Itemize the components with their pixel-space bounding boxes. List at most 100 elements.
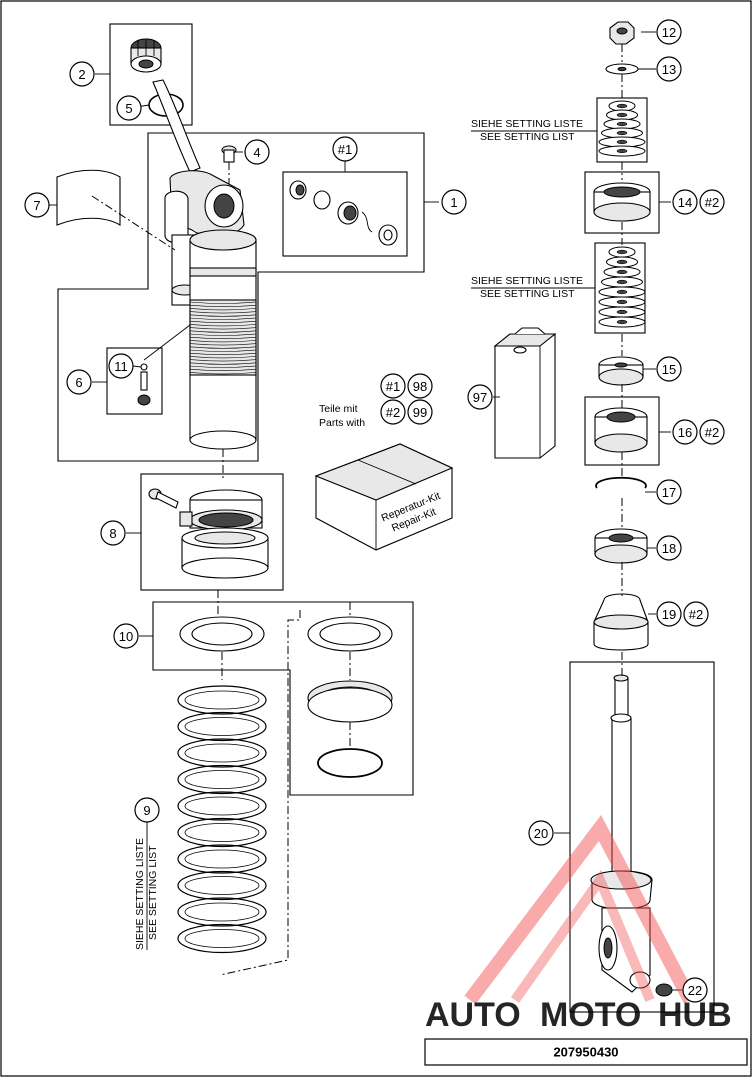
svg-text:18: 18	[662, 541, 676, 556]
svg-text:SIEHE SETTING LISTE: SIEHE SETTING LISTE	[471, 118, 583, 130]
spacer-part	[598, 356, 644, 386]
assembly-box-10	[152, 601, 414, 796]
callout-labels: 12456789101112131415161718192022979899#1…	[24, 19, 725, 1003]
bump-stop-part	[593, 593, 649, 651]
shim-stack-compression	[598, 100, 646, 157]
callout-18: 18	[656, 535, 682, 561]
svg-text:#1: #1	[386, 379, 400, 394]
svg-text:4: 4	[253, 145, 260, 160]
shock-top-mount	[164, 170, 245, 306]
circlip-ring-part	[595, 476, 647, 489]
svg-text:9: 9	[143, 803, 150, 818]
callout-22: 22	[682, 977, 708, 1003]
watermark-auto: AUTO	[425, 996, 521, 1034]
callout-14: 14	[672, 189, 698, 215]
svg-text:12: 12	[662, 25, 676, 40]
callout-2: 2	[69, 61, 95, 87]
damper-body-part	[189, 229, 257, 450]
svg-text:13: 13	[662, 62, 676, 77]
callout-99: 99	[407, 399, 433, 425]
shock-body-group	[56, 23, 425, 478]
setting-note-mid: SIEHE SETTING LISTE SEE SETTING LIST	[471, 275, 595, 300]
bushing-part	[594, 528, 648, 564]
bushing-small-part	[655, 983, 673, 997]
setting-note-top: SIEHE SETTING LISTE SEE SETTING LIST	[471, 118, 597, 143]
callout-hash2-19: #2	[683, 601, 709, 627]
leader-lines	[49, 31, 682, 991]
right-column-parts	[569, 21, 715, 1013]
svg-text:11: 11	[114, 359, 128, 374]
repair-kit-group: Reperatur-Kit Repair-Kit	[314, 443, 454, 551]
svg-text:17: 17	[662, 485, 676, 500]
svg-text:SIEHE SETTING LISTE: SIEHE SETTING LISTE	[134, 838, 146, 950]
callout-15: 15	[656, 356, 682, 382]
svg-text:14: 14	[678, 195, 692, 210]
svg-text:SIEHE SETTING LISTE: SIEHE SETTING LISTE	[471, 275, 583, 287]
callout-hash1-kit: #1	[380, 373, 406, 399]
callout-17: 17	[656, 479, 682, 505]
preload-adjuster-group	[140, 473, 284, 591]
callout-20: 20	[528, 820, 554, 846]
svg-text:97: 97	[473, 390, 487, 405]
svg-text:#2: #2	[689, 607, 703, 622]
svg-text:16: 16	[678, 425, 692, 440]
assembly-box-2	[109, 23, 193, 126]
body-threads	[189, 301, 257, 375]
callout-8: 8	[100, 520, 126, 546]
svg-text:19: 19	[662, 607, 676, 622]
svg-text:98: 98	[413, 379, 427, 394]
bleed-screw-part	[221, 145, 237, 163]
adjuster-nut-part	[181, 527, 269, 579]
valve-part	[137, 371, 151, 406]
seal-kit-parts	[289, 180, 398, 246]
callout-7: 7	[24, 192, 50, 218]
seal-head-part	[594, 407, 648, 453]
svg-text:#2: #2	[705, 195, 719, 210]
assembly-box-6	[106, 347, 163, 415]
svg-text:5: 5	[125, 101, 132, 116]
svg-text:8: 8	[109, 526, 116, 541]
watermark-moto: MOTO	[540, 996, 641, 1034]
callout-hash1-seal-kit: #1	[332, 136, 358, 162]
parts-with-en: Parts with	[319, 417, 365, 429]
assembly-box-20	[569, 661, 715, 1013]
reservoir-cap-part	[130, 38, 162, 73]
setting-note-spring: SIEHE SETTING LISTE SEE SETTING LIST	[134, 828, 159, 950]
svg-text:7: 7	[33, 198, 40, 213]
callout-13: 13	[656, 56, 682, 82]
coil-spring-part	[177, 685, 267, 954]
svg-text:SEE SETTING LIST: SEE SETTING LIST	[480, 288, 575, 300]
heat-shield-part	[56, 169, 121, 226]
washer-small-part	[140, 363, 148, 371]
svg-text:6: 6	[75, 375, 82, 390]
shim-stack-rebound	[598, 246, 646, 328]
assembly-box-1	[57, 132, 425, 462]
svg-text:2: 2	[78, 67, 85, 82]
oil-can-part	[493, 327, 557, 459]
svg-text:22: 22	[688, 983, 702, 998]
reservoir-hose	[152, 79, 201, 173]
svg-text:#1: #1	[338, 142, 352, 157]
svg-text:#2: #2	[386, 405, 400, 420]
callout-10: 10	[113, 623, 139, 649]
callout-12: 12	[656, 19, 682, 45]
callout-hash2-kit: #2	[380, 399, 406, 425]
document-number-box	[424, 1038, 748, 1066]
callout-1: 1	[441, 189, 467, 215]
preload-bolt-part	[148, 488, 179, 509]
callout-hash2-14: #2	[699, 189, 725, 215]
callout-97: 97	[467, 384, 493, 410]
spring-seat-group	[152, 601, 414, 976]
callout-98: 98	[407, 373, 433, 399]
callout-hash2-16: #2	[699, 419, 725, 445]
assembly-box-8	[140, 473, 284, 591]
watermark-logo: AUTO MOTO HUB	[425, 814, 732, 1034]
svg-text:99: 99	[413, 405, 427, 420]
parts-with-de: Teile mit	[319, 403, 358, 415]
svg-text:15: 15	[662, 362, 676, 377]
callout-5: 5	[116, 95, 142, 121]
callout-4: 4	[244, 139, 270, 165]
svg-text:SEE SETTING LIST: SEE SETTING LIST	[147, 845, 159, 940]
